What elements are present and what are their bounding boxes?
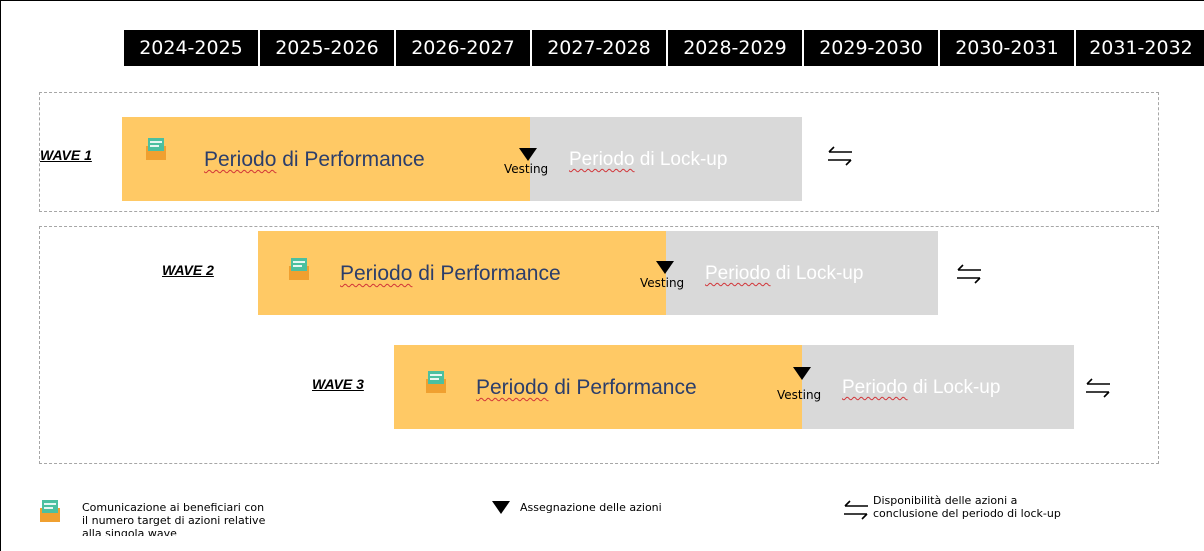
- year-cell: 2025-2026: [260, 30, 394, 66]
- performance-bar: [394, 345, 802, 429]
- availability-arrows-icon: [828, 146, 852, 166]
- legend-line: Disponibilità delle azioni a: [873, 494, 1018, 507]
- lockup-label: Periodo di Lock-up: [705, 263, 863, 285]
- vesting-label: Vesting: [640, 276, 685, 290]
- legend-line: conclusione del periodo di lock-up: [873, 507, 1061, 520]
- legend-communication: Comunicazione ai beneficiari con il nume…: [82, 501, 265, 536]
- frame-top-border: [0, 0, 1204, 1]
- legend-line: alla singola wave: [82, 527, 177, 536]
- wave-label: WAVE 3: [312, 376, 364, 392]
- lockup-label-rest: di Lock-up: [770, 263, 864, 284]
- lockup-label: Periodo di Lock-up: [842, 377, 1000, 399]
- lockup-bar: [666, 231, 938, 315]
- wave-label: WAVE 2: [162, 262, 214, 278]
- vesting-triangle-icon: [492, 501, 510, 514]
- message-icon: [426, 371, 446, 393]
- performance-label-rest: di Performance: [412, 262, 561, 285]
- lockup-bar: [802, 345, 1074, 429]
- performance-label-rest: di Performance: [276, 148, 425, 171]
- wave1-group-box: [39, 92, 1159, 212]
- availability-arrows-icon: [957, 264, 981, 284]
- frame-left-border: [0, 0, 1, 551]
- year-header: 2024-2025 2025-2026 2026-2027 2027-2028 …: [124, 30, 1204, 66]
- year-cell: 2024-2025: [124, 30, 258, 66]
- lockup-label: Periodo di Lock-up: [569, 149, 727, 171]
- performance-label-word: Periodo: [204, 148, 277, 171]
- lockup-bar: [530, 117, 802, 201]
- wave2-3-group-box: [39, 226, 1159, 464]
- lockup-label-word: Periodo: [705, 263, 771, 284]
- performance-label-rest: di Performance: [548, 376, 697, 399]
- performance-label-word: Periodo: [476, 376, 549, 399]
- year-cell: 2026-2027: [396, 30, 530, 66]
- performance-label: Periodo di Performance: [204, 148, 425, 172]
- performance-bar: [258, 231, 666, 315]
- vesting-triangle-icon: [519, 148, 537, 161]
- message-icon: [146, 138, 166, 160]
- year-cell: 2027-2028: [532, 30, 666, 66]
- performance-label: Periodo di Performance: [476, 376, 697, 400]
- message-icon: [289, 258, 309, 280]
- legend-availability: Disponibilità delle azioni a conclusione…: [873, 494, 1061, 520]
- performance-bar: [122, 117, 530, 201]
- year-cell: 2028-2029: [668, 30, 802, 66]
- lockup-label-word: Periodo: [842, 377, 908, 398]
- year-cell: 2030-2031: [940, 30, 1074, 66]
- availability-arrows-icon: [844, 500, 868, 520]
- legend-assignment: Assegnazione delle azioni: [520, 501, 662, 514]
- vesting-label: Vesting: [504, 162, 549, 176]
- vesting-label: Vesting: [777, 388, 822, 402]
- year-cell: 2029-2030: [804, 30, 938, 66]
- lockup-label-rest: di Lock-up: [634, 149, 728, 170]
- performance-label: Periodo di Performance: [340, 262, 561, 286]
- vesting-triangle-icon: [656, 261, 674, 274]
- lockup-label-word: Periodo: [569, 149, 635, 170]
- legend-line: il numero target di azioni relative: [82, 514, 266, 527]
- vesting-triangle-icon: [793, 367, 811, 380]
- legend-line: Comunicazione ai beneficiari con: [82, 501, 265, 514]
- lockup-label-rest: di Lock-up: [907, 377, 1001, 398]
- year-cell: 2031-2032: [1076, 30, 1204, 66]
- wave-label: WAVE 1: [40, 147, 92, 163]
- message-icon: [40, 500, 60, 522]
- performance-label-word: Periodo: [340, 262, 413, 285]
- availability-arrows-icon: [1086, 378, 1110, 398]
